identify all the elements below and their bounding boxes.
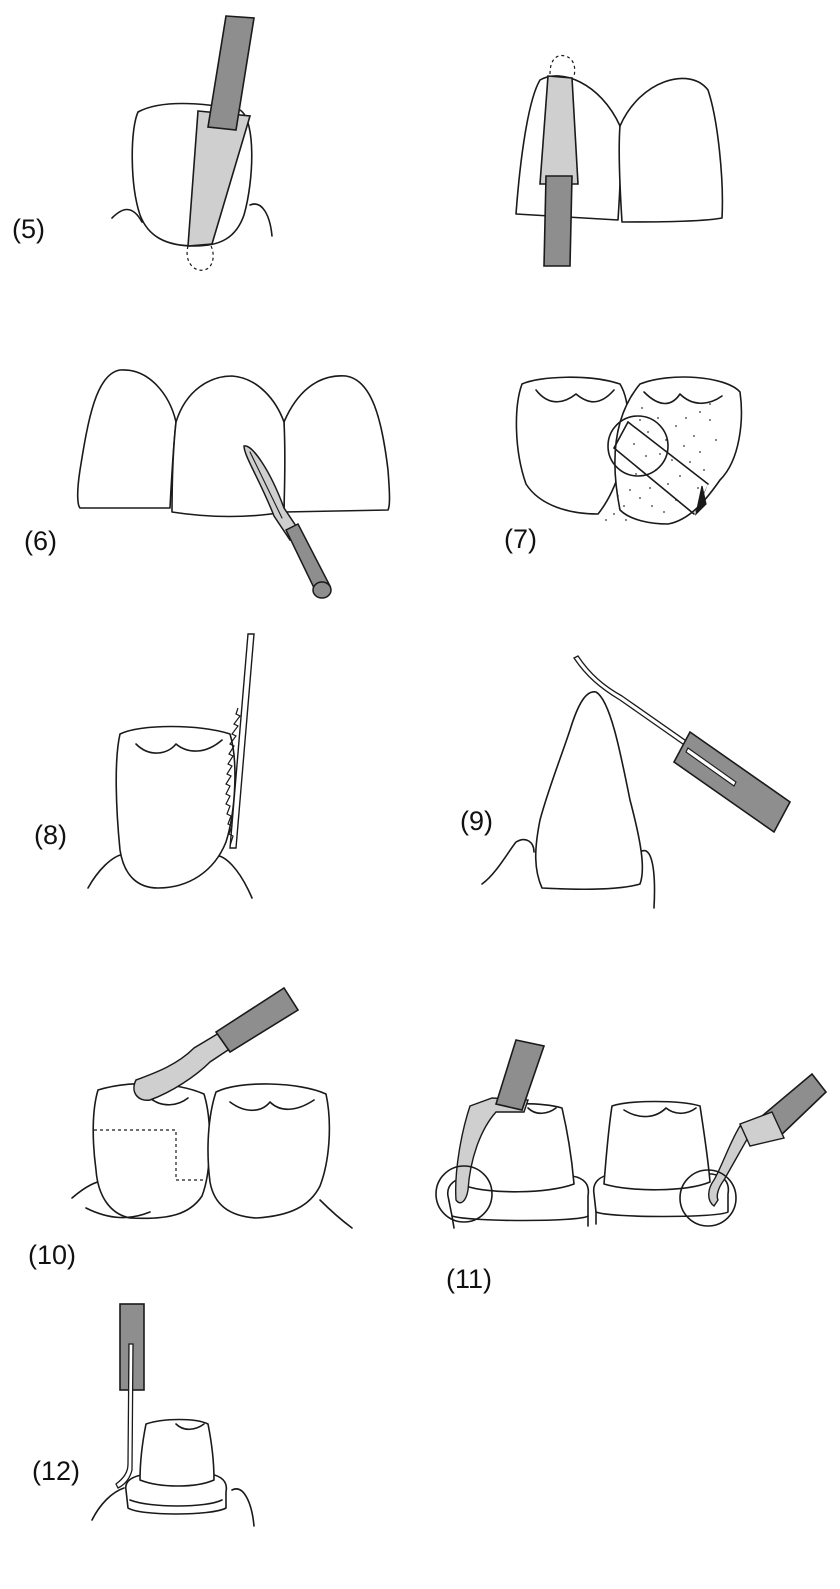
- panel-12: (12): [32, 1304, 254, 1526]
- prepared-crown-icon: [92, 1420, 254, 1527]
- panel-label-6: (6): [24, 526, 57, 556]
- panel-8: (8): [34, 634, 254, 898]
- polishing-strip-icon: [540, 76, 578, 266]
- panel-6: (6): [24, 370, 390, 598]
- panel-label-12: (12): [32, 1456, 80, 1486]
- panel-5b: [516, 56, 722, 266]
- panel-label-9: (9): [460, 806, 493, 836]
- panel-7: (7): [504, 377, 741, 554]
- panel-11: (11): [436, 1040, 826, 1294]
- panel-10: (10): [28, 988, 352, 1270]
- panel-9: (9): [460, 656, 790, 908]
- molar-pair-icon: [72, 1084, 352, 1228]
- panel-label-11: (11): [446, 1264, 492, 1294]
- panel-label-10: (10): [28, 1240, 76, 1270]
- panel-5: (5): [12, 16, 272, 270]
- panel-label-8: (8): [34, 820, 67, 850]
- incisor-row-icon: [78, 370, 390, 517]
- panel-label-5: (5): [12, 214, 45, 244]
- molar-pair-icon: [516, 377, 741, 524]
- margin-probe-icon: [116, 1304, 144, 1488]
- panel-label-7: (7): [504, 524, 537, 554]
- incisor-profile-icon: [482, 692, 654, 908]
